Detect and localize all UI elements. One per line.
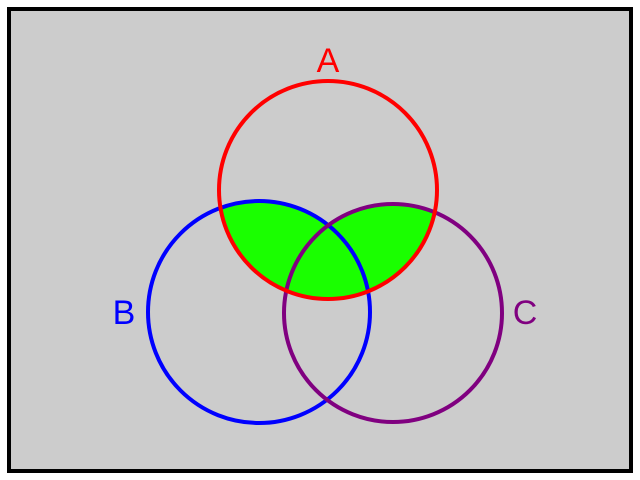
circle-a [217,79,439,301]
circle-c [282,202,504,424]
label-a: A [317,42,340,80]
shade-a-and-c [284,204,437,299]
circle-b [146,199,372,425]
label-c: C [513,294,538,332]
shaded-region [219,201,437,299]
label-b: B [113,294,136,332]
